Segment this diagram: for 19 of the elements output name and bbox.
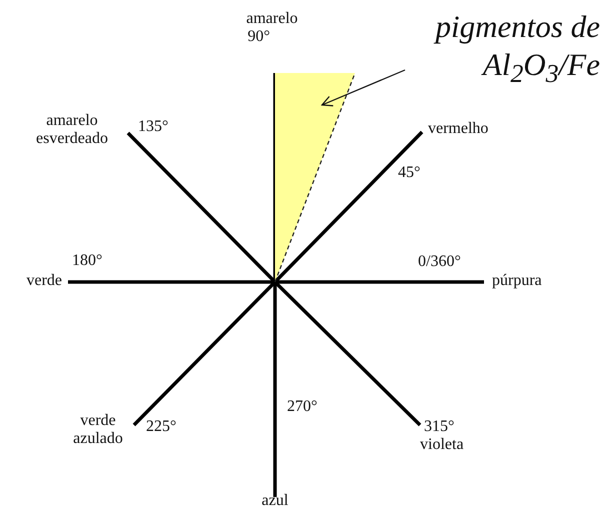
angle-label: 0/360° [418,253,461,271]
color-name: azul [262,492,288,510]
pigment-range-wedge [273,72,357,284]
color-name: púrpura [492,272,542,290]
angle-label: 270° [287,398,318,416]
annotation-text: pigmentos de Al$_{2}$O$_{3}$/Fe [380,8,600,88]
angle-label: 45° [398,164,420,182]
color-name: violeta [420,436,464,454]
leader-arrow [321,69,406,106]
color-name: verde [26,272,62,290]
angle-label: 135° [138,118,168,136]
angle-label: 180° [72,252,102,270]
color-name: vermelho [428,120,488,138]
angle-label: 225° [146,418,176,436]
color-name: amarelo esverdeado [35,112,109,148]
angle-label: 90° [248,28,270,46]
angle-label: 315° [424,418,454,436]
color-name: verde azulado [72,412,124,448]
color-name: amarelo [246,10,298,28]
